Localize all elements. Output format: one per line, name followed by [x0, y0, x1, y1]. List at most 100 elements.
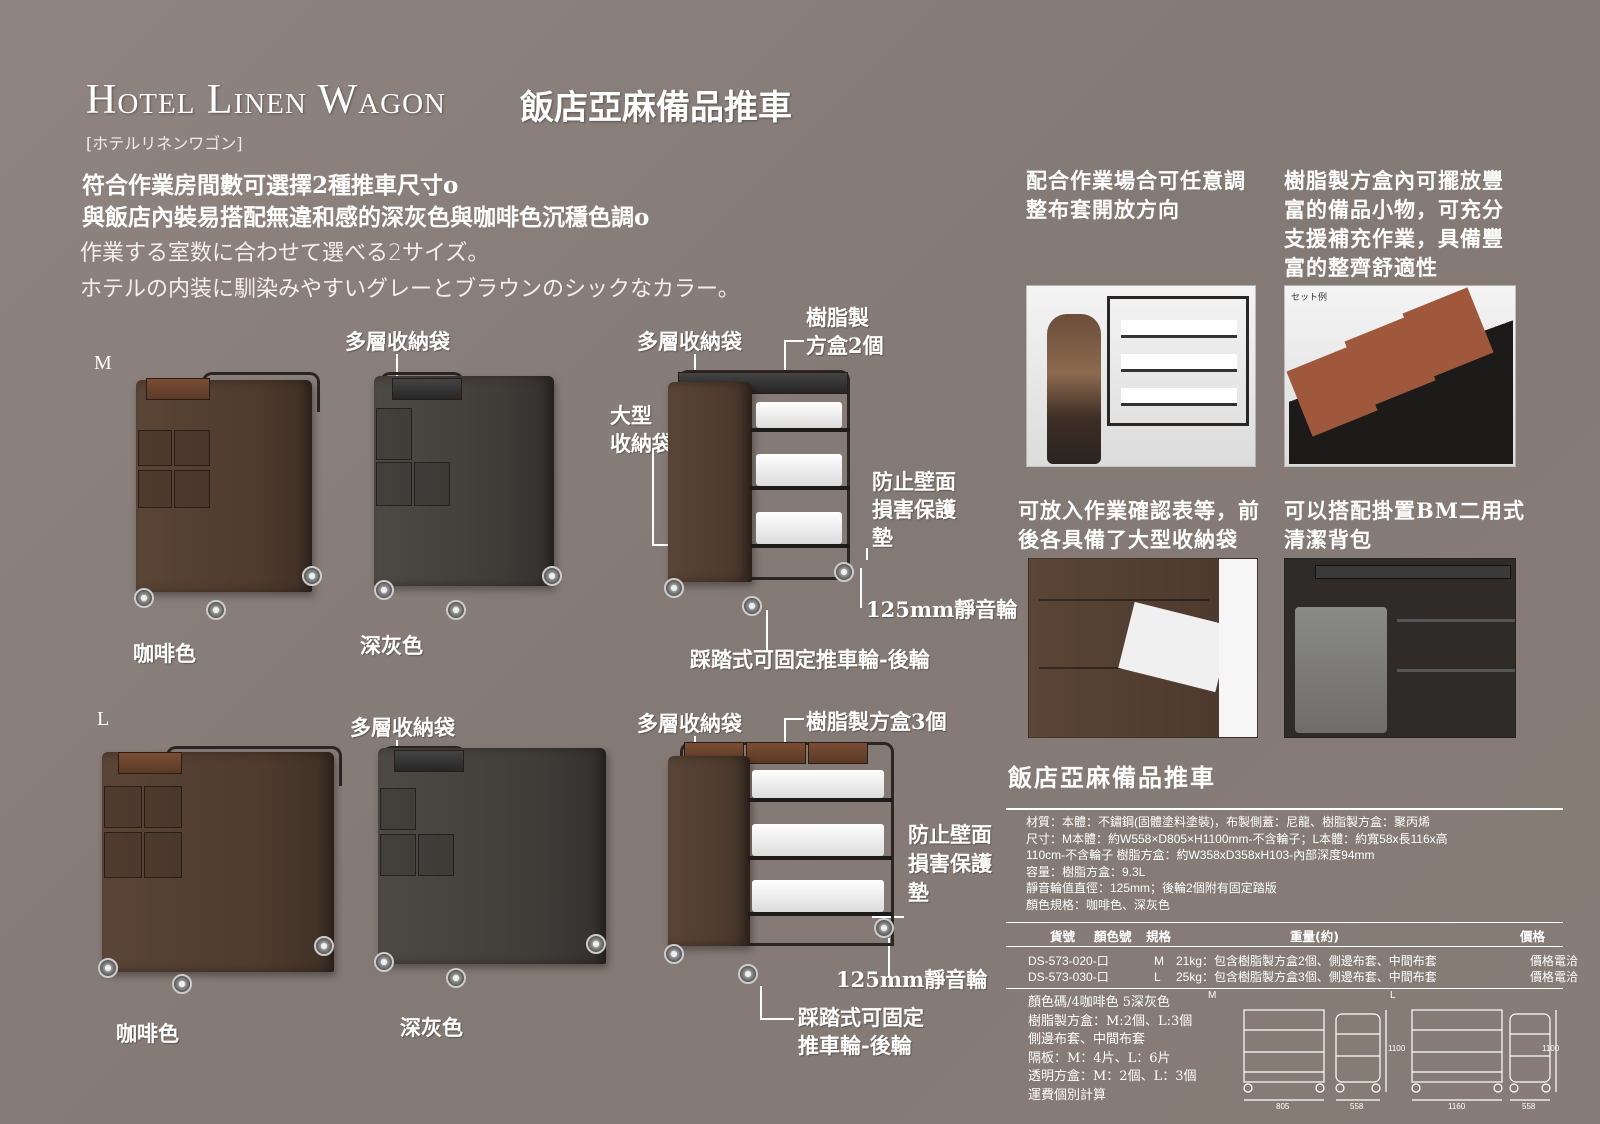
folded-linen	[752, 880, 884, 912]
caster-wheel	[834, 562, 854, 582]
checklist-paper	[1118, 601, 1232, 693]
size-label-m: M	[94, 352, 112, 374]
resin-box	[118, 752, 182, 774]
shelf	[1397, 669, 1515, 672]
table-header-spec: 規格	[1146, 929, 1172, 944]
pocket	[144, 832, 182, 878]
intro-jp-line1: 作業する室数に合わせて選べる2サイズ。	[80, 241, 490, 266]
subtitle-japanese: [ホテルリネンワゴン]	[86, 134, 243, 153]
wagon-cover	[102, 752, 334, 972]
photo-resin-box-set: セット例	[1284, 285, 1516, 467]
folded-linen	[756, 454, 842, 486]
leader-line	[760, 1018, 794, 1020]
photo-bm-bag	[1284, 558, 1516, 738]
table-header-weight: 重量(約)	[1290, 929, 1339, 944]
intro-jp-line2: ホテルの内装に馴染みやすいグレーとブラウンのシックなカラー。	[80, 277, 740, 302]
cleaning-bag	[1295, 607, 1387, 733]
caster-wheel	[98, 958, 118, 978]
note-covers: 側邊布套、中間布套	[1028, 1032, 1146, 1047]
folded-linen	[1121, 388, 1237, 406]
caster-wheel	[446, 968, 466, 988]
label-resin-box-m: 樹脂製 方盒2個	[806, 305, 884, 358]
title-english: Hotel Linen Wagon	[86, 77, 446, 123]
caster-wheel	[738, 964, 758, 984]
label-guard-l: 防止壁面 損害保護 墊	[908, 822, 992, 905]
label-multi-bag-m2: 多層收納袋	[637, 329, 742, 354]
caster-wheel	[446, 600, 466, 620]
wagon-m-open	[660, 368, 860, 638]
feature-caption-2: 樹脂製方盒內可擺放豐 富的備品小物，可充分 支援補充作業，具備豐 富的整齊舒適性	[1284, 168, 1504, 280]
caster-wheel	[874, 918, 894, 938]
technical-drawings: M L 805 558 1100 1160 558 1100	[1208, 990, 1566, 1116]
label-multi-bag-m1: 多層收納袋	[345, 329, 450, 354]
wagon-cover	[374, 376, 554, 586]
label-guard-m: 防止壁面 損害保護 墊	[872, 469, 956, 550]
pocket	[138, 470, 172, 508]
wagon-side-cover	[668, 382, 752, 582]
wagon-l-open	[660, 738, 900, 1008]
wagon-l-grey	[372, 742, 622, 1008]
dim-l-height: 1100	[1542, 1044, 1560, 1053]
wagon-side-cover	[668, 756, 750, 946]
pocket	[104, 786, 142, 828]
wagon-m-grey	[370, 370, 580, 630]
pocket	[380, 788, 416, 830]
label-brake-l: 踩踏式可固定 推車輪-後輪	[798, 1005, 924, 1058]
label-multi-bag-l2: 多層收納袋	[637, 711, 742, 736]
drawing-label-m: M	[1208, 990, 1217, 1001]
feature-caption-4: 可以搭配掛置BM二用式 清潔背包	[1284, 498, 1525, 552]
pocket	[144, 786, 182, 828]
caster-wheel	[134, 588, 154, 608]
photo-staff-with-wagon	[1026, 285, 1256, 467]
table-header-color: 顏色號	[1094, 929, 1132, 944]
dim-m-width: 805	[1276, 1102, 1290, 1111]
caster-wheel	[664, 578, 684, 598]
dim-l-depth: 558	[1522, 1102, 1536, 1111]
folded-linen	[752, 824, 884, 856]
spec-divider	[1006, 808, 1563, 810]
drawing-label-l: L	[1390, 990, 1396, 1001]
folded-linen	[756, 512, 842, 544]
shelf	[750, 486, 850, 490]
color-label-grey-m: 深灰色	[360, 633, 423, 658]
resin-box	[746, 742, 806, 764]
leader-line	[652, 448, 654, 544]
leader-line	[872, 916, 904, 918]
pocket	[418, 834, 454, 876]
spec-colors: 顏色規格：咖啡色、深灰色	[1026, 897, 1171, 912]
table-head-rule	[1006, 946, 1563, 947]
spec-capacity: 容量：樹脂方盒：9.3L	[1026, 864, 1146, 879]
note-shipping: 運費個別計算	[1028, 1087, 1107, 1103]
folded-linen	[1121, 320, 1237, 338]
caster-wheel	[374, 952, 394, 972]
shelf	[748, 798, 892, 802]
spec-material: 材質：本體：不鏽鋼(固體塗料塗裝)，布製側蓋：尼龍、樹脂製方盒：聚丙烯	[1026, 815, 1430, 829]
pocket	[414, 462, 450, 506]
row-weight: 25kg：包含樹脂製方盒3個、側邊布套、中間布套	[1176, 970, 1437, 984]
dimension-drawing-svg	[1243, 1009, 1557, 1101]
photo-large-pocket	[1028, 558, 1258, 738]
dim-m-height: 1100	[1388, 1044, 1406, 1053]
spec-notes: 顏色碼/4咖啡色 5深灰色 樹脂製方盒：M:2個、L:3個 側邊布套、中間布套 …	[1028, 994, 1197, 1105]
caster-wheel	[586, 934, 606, 954]
table-bottom-rule	[1006, 988, 1563, 989]
caster-wheel	[374, 580, 394, 600]
leader-line	[784, 340, 804, 370]
resin-box	[808, 742, 868, 764]
label-brake-m: 踩踏式可固定推車輪-後輪	[690, 647, 930, 672]
leader-line	[760, 986, 762, 1018]
title-chinese: 飯店亞麻備品推車	[520, 88, 792, 128]
spec-title: 飯店亞麻備品推車	[1008, 763, 1216, 792]
wagon-l-brown	[96, 742, 346, 1012]
pocket	[104, 832, 142, 878]
shelf	[750, 544, 850, 548]
leader-line	[888, 938, 890, 978]
pocket	[174, 470, 210, 508]
photo-tag: セット例	[1291, 293, 1328, 303]
note-color-code: 顏色碼/4咖啡色 5深灰色	[1028, 995, 1171, 1010]
wagon-cover	[136, 380, 312, 592]
note-resin-box: 樹脂製方盒：M:2個、L:3個	[1028, 1013, 1193, 1029]
folded-linen	[752, 770, 884, 798]
dim-m-depth: 558	[1350, 1102, 1364, 1111]
row-price: 價格電洽	[1530, 954, 1579, 968]
